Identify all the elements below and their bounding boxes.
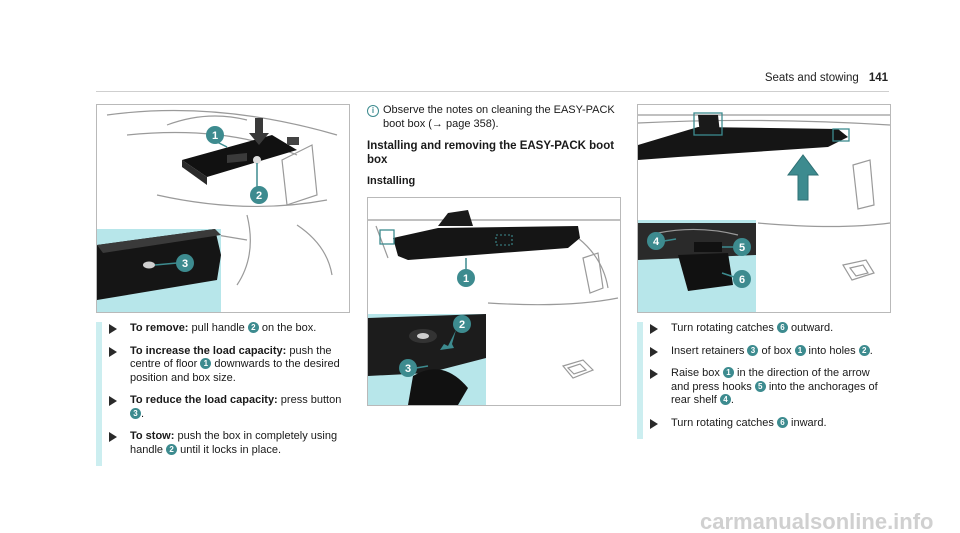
callout-2-marker: 2	[250, 186, 268, 204]
step-label: To stow:	[130, 430, 175, 442]
callout-5-label: 5	[739, 242, 745, 254]
step-turn-catches-in: Turn rotating catches 6 inward.	[637, 416, 889, 439]
figure-boot-box-load: 1 2 3	[96, 104, 350, 313]
step-raise-box: Raise box 1 in the direction of the arro…	[637, 367, 889, 417]
step-insert-retainers: Insert retainers 3 of box 1 into holes 2…	[637, 344, 889, 367]
left-instructions: To remove: pull handle 2 on the box. To …	[96, 322, 348, 466]
step-text: Turn rotating catches 6 outward.	[671, 322, 834, 334]
raising-illustration: 4 5 6	[638, 112, 890, 312]
header-rule	[96, 91, 889, 92]
callout-1-label: 1	[463, 273, 469, 285]
callout-2-label: 2	[256, 190, 262, 202]
page-number: 141	[868, 72, 888, 84]
callout-number: 5	[754, 380, 766, 392]
watermark-text: carmanualsonline.info	[700, 513, 934, 533]
callout-6-marker: 6	[733, 270, 751, 288]
callout-4-marker: 4	[647, 232, 665, 250]
step-text: To remove: pull handle 2 on the box.	[130, 322, 317, 334]
step-arrow-icon	[109, 346, 117, 357]
step-stow: To stow: push the box in completely usin…	[96, 430, 348, 466]
figure-installing-box: 1 2 3	[367, 197, 621, 406]
callout-3-marker: 3	[399, 359, 417, 377]
callout-number: 1	[794, 344, 806, 356]
callout-number: 1	[200, 358, 212, 369]
step-text: Insert retainers 3 of box 1 into holes 2…	[671, 344, 873, 357]
callout-1-marker: 1	[457, 269, 475, 287]
callout-5-marker: 5	[733, 238, 751, 256]
callout-number: 2	[247, 322, 259, 333]
right-instructions: Turn rotating catches 6 outward. Insert …	[637, 322, 889, 439]
step-label: To reduce the load capacity:	[130, 394, 278, 406]
callout-number: 4	[719, 394, 731, 405]
callout-1-label: 1	[212, 130, 218, 142]
section-title: Seats and stowing	[764, 72, 859, 84]
cleaning-note: i Observe the notes on cleaning the EASY…	[367, 104, 619, 131]
note-text: Observe the notes on cleaning the EASY-P…	[383, 104, 615, 130]
running-header: Seats and stowing 141	[765, 72, 888, 84]
callout-1-marker: 1	[206, 126, 224, 144]
step-arrow-icon	[109, 432, 117, 442]
figure-raising-box: 4 5 6	[637, 104, 891, 313]
installing-illustration: 1 2 3	[368, 210, 620, 405]
step-turn-catches-out: Turn rotating catches 6 outward.	[637, 322, 889, 345]
footer-watermark: carmanualsonline.info	[700, 513, 934, 533]
step-text: To reduce the load capacity: press butto…	[130, 394, 342, 420]
step-remove: To remove: pull handle 2 on the box.	[96, 322, 348, 345]
callout-2-label: 2	[459, 319, 465, 331]
boot-illustration: 1 2 3	[97, 109, 338, 312]
step-arrow-icon	[650, 346, 658, 357]
callout-6-label: 6	[739, 274, 745, 286]
middle-column: i Observe the notes on cleaning the EASY…	[367, 104, 619, 189]
callout-number: 3	[130, 407, 141, 419]
step-text: Turn rotating catches 6 inward.	[671, 416, 827, 429]
callout-3-label: 3	[182, 258, 188, 270]
step-label: To increase the load capacity:	[130, 344, 287, 357]
callout-number: 1	[722, 367, 734, 378]
callout-number: 6	[776, 322, 788, 333]
step-arrow-icon	[109, 324, 117, 334]
callout-number: 6	[776, 416, 788, 428]
step-arrow-icon	[650, 418, 658, 429]
step-text: Raise box 1 in the direction of the arro…	[671, 367, 878, 406]
section-heading: Installing and removing the EASY-PACK bo…	[367, 140, 615, 166]
subsection-heading: Installing	[367, 175, 416, 187]
step-arrow-icon	[650, 369, 658, 379]
callout-3-label: 3	[405, 363, 411, 375]
callout-3-marker: 3	[176, 254, 194, 272]
info-icon: i	[367, 105, 379, 117]
step-text: To increase the load capacity: push the …	[130, 344, 340, 384]
step-arrow-icon	[650, 324, 658, 334]
step-text: To stow: push the box in completely usin…	[130, 430, 338, 456]
step-arrow-icon	[109, 396, 117, 406]
step-label: To remove:	[130, 322, 189, 334]
step-increase-capacity: To increase the load capacity: push the …	[96, 344, 348, 394]
callout-number: 2	[166, 443, 178, 455]
callout-number: 3	[747, 344, 759, 356]
callout-number: 2	[858, 344, 870, 356]
callout-2-marker: 2	[453, 315, 471, 333]
callout-4-label: 4	[653, 236, 660, 248]
step-reduce-capacity: To reduce the load capacity: press butto…	[96, 394, 348, 430]
